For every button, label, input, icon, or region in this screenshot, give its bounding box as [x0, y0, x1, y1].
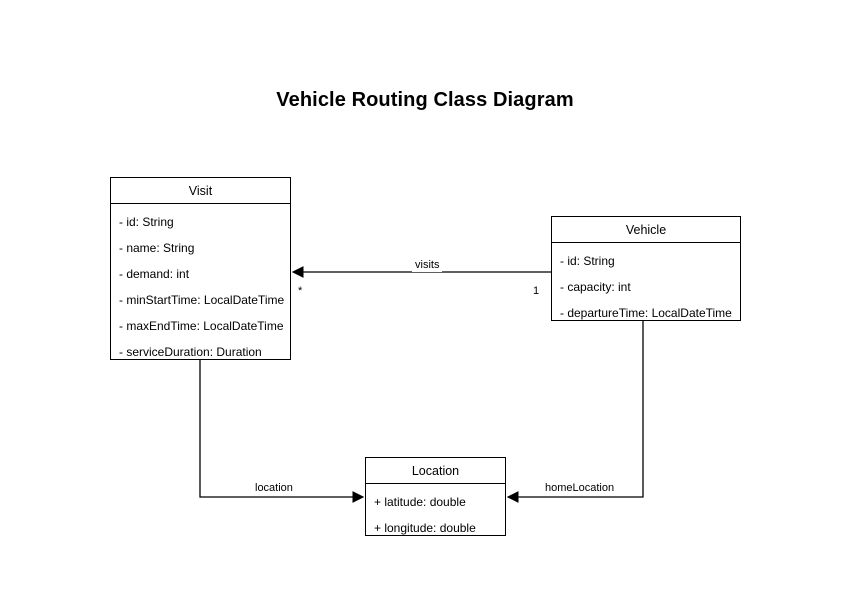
attribute-row: - departureTime: LocalDateTime: [560, 306, 732, 320]
class-attributes-visit: - id: String - name: String - demand: in…: [111, 204, 290, 370]
attribute-row: - maxEndTime: LocalDateTime: [119, 319, 284, 333]
class-box-vehicle[interactable]: Vehicle - id: String - capacity: int - d…: [551, 216, 741, 321]
attribute-row: - id: String: [119, 215, 174, 229]
multiplicity-vehicle-side: 1: [533, 285, 540, 297]
edge-label-location: location: [252, 482, 296, 495]
class-name-visit: Visit: [111, 178, 290, 204]
attribute-row: + longitude: double: [374, 521, 476, 535]
attribute-row: - capacity: int: [560, 280, 631, 294]
multiplicity-visit-side: *: [298, 285, 303, 297]
edge-label-home-location: homeLocation: [542, 482, 618, 495]
attribute-row: - minStartTime: LocalDateTime: [119, 293, 285, 307]
attribute-row: - id: String: [560, 254, 615, 268]
page-title: Vehicle Routing Class Diagram: [276, 89, 574, 111]
edge-location: [199, 360, 365, 503]
attribute-row: + latitude: double: [374, 495, 466, 509]
edge-home-location: [506, 321, 644, 503]
attribute-row: - serviceDuration: Duration: [119, 345, 262, 359]
class-box-visit[interactable]: Visit - id: String - name: String - dema…: [110, 177, 291, 360]
class-name-vehicle: Vehicle: [552, 217, 740, 243]
class-attributes-location: + latitude: double + longitude: double: [366, 484, 505, 546]
class-attributes-vehicle: - id: String - capacity: int - departure…: [552, 243, 740, 331]
class-name-location: Location: [366, 458, 505, 484]
edge-label-visits: visits: [412, 259, 443, 272]
class-box-location[interactable]: Location + latitude: double + longitude:…: [365, 457, 506, 536]
attribute-row: - name: String: [119, 241, 195, 255]
attribute-row: - demand: int: [119, 267, 190, 281]
